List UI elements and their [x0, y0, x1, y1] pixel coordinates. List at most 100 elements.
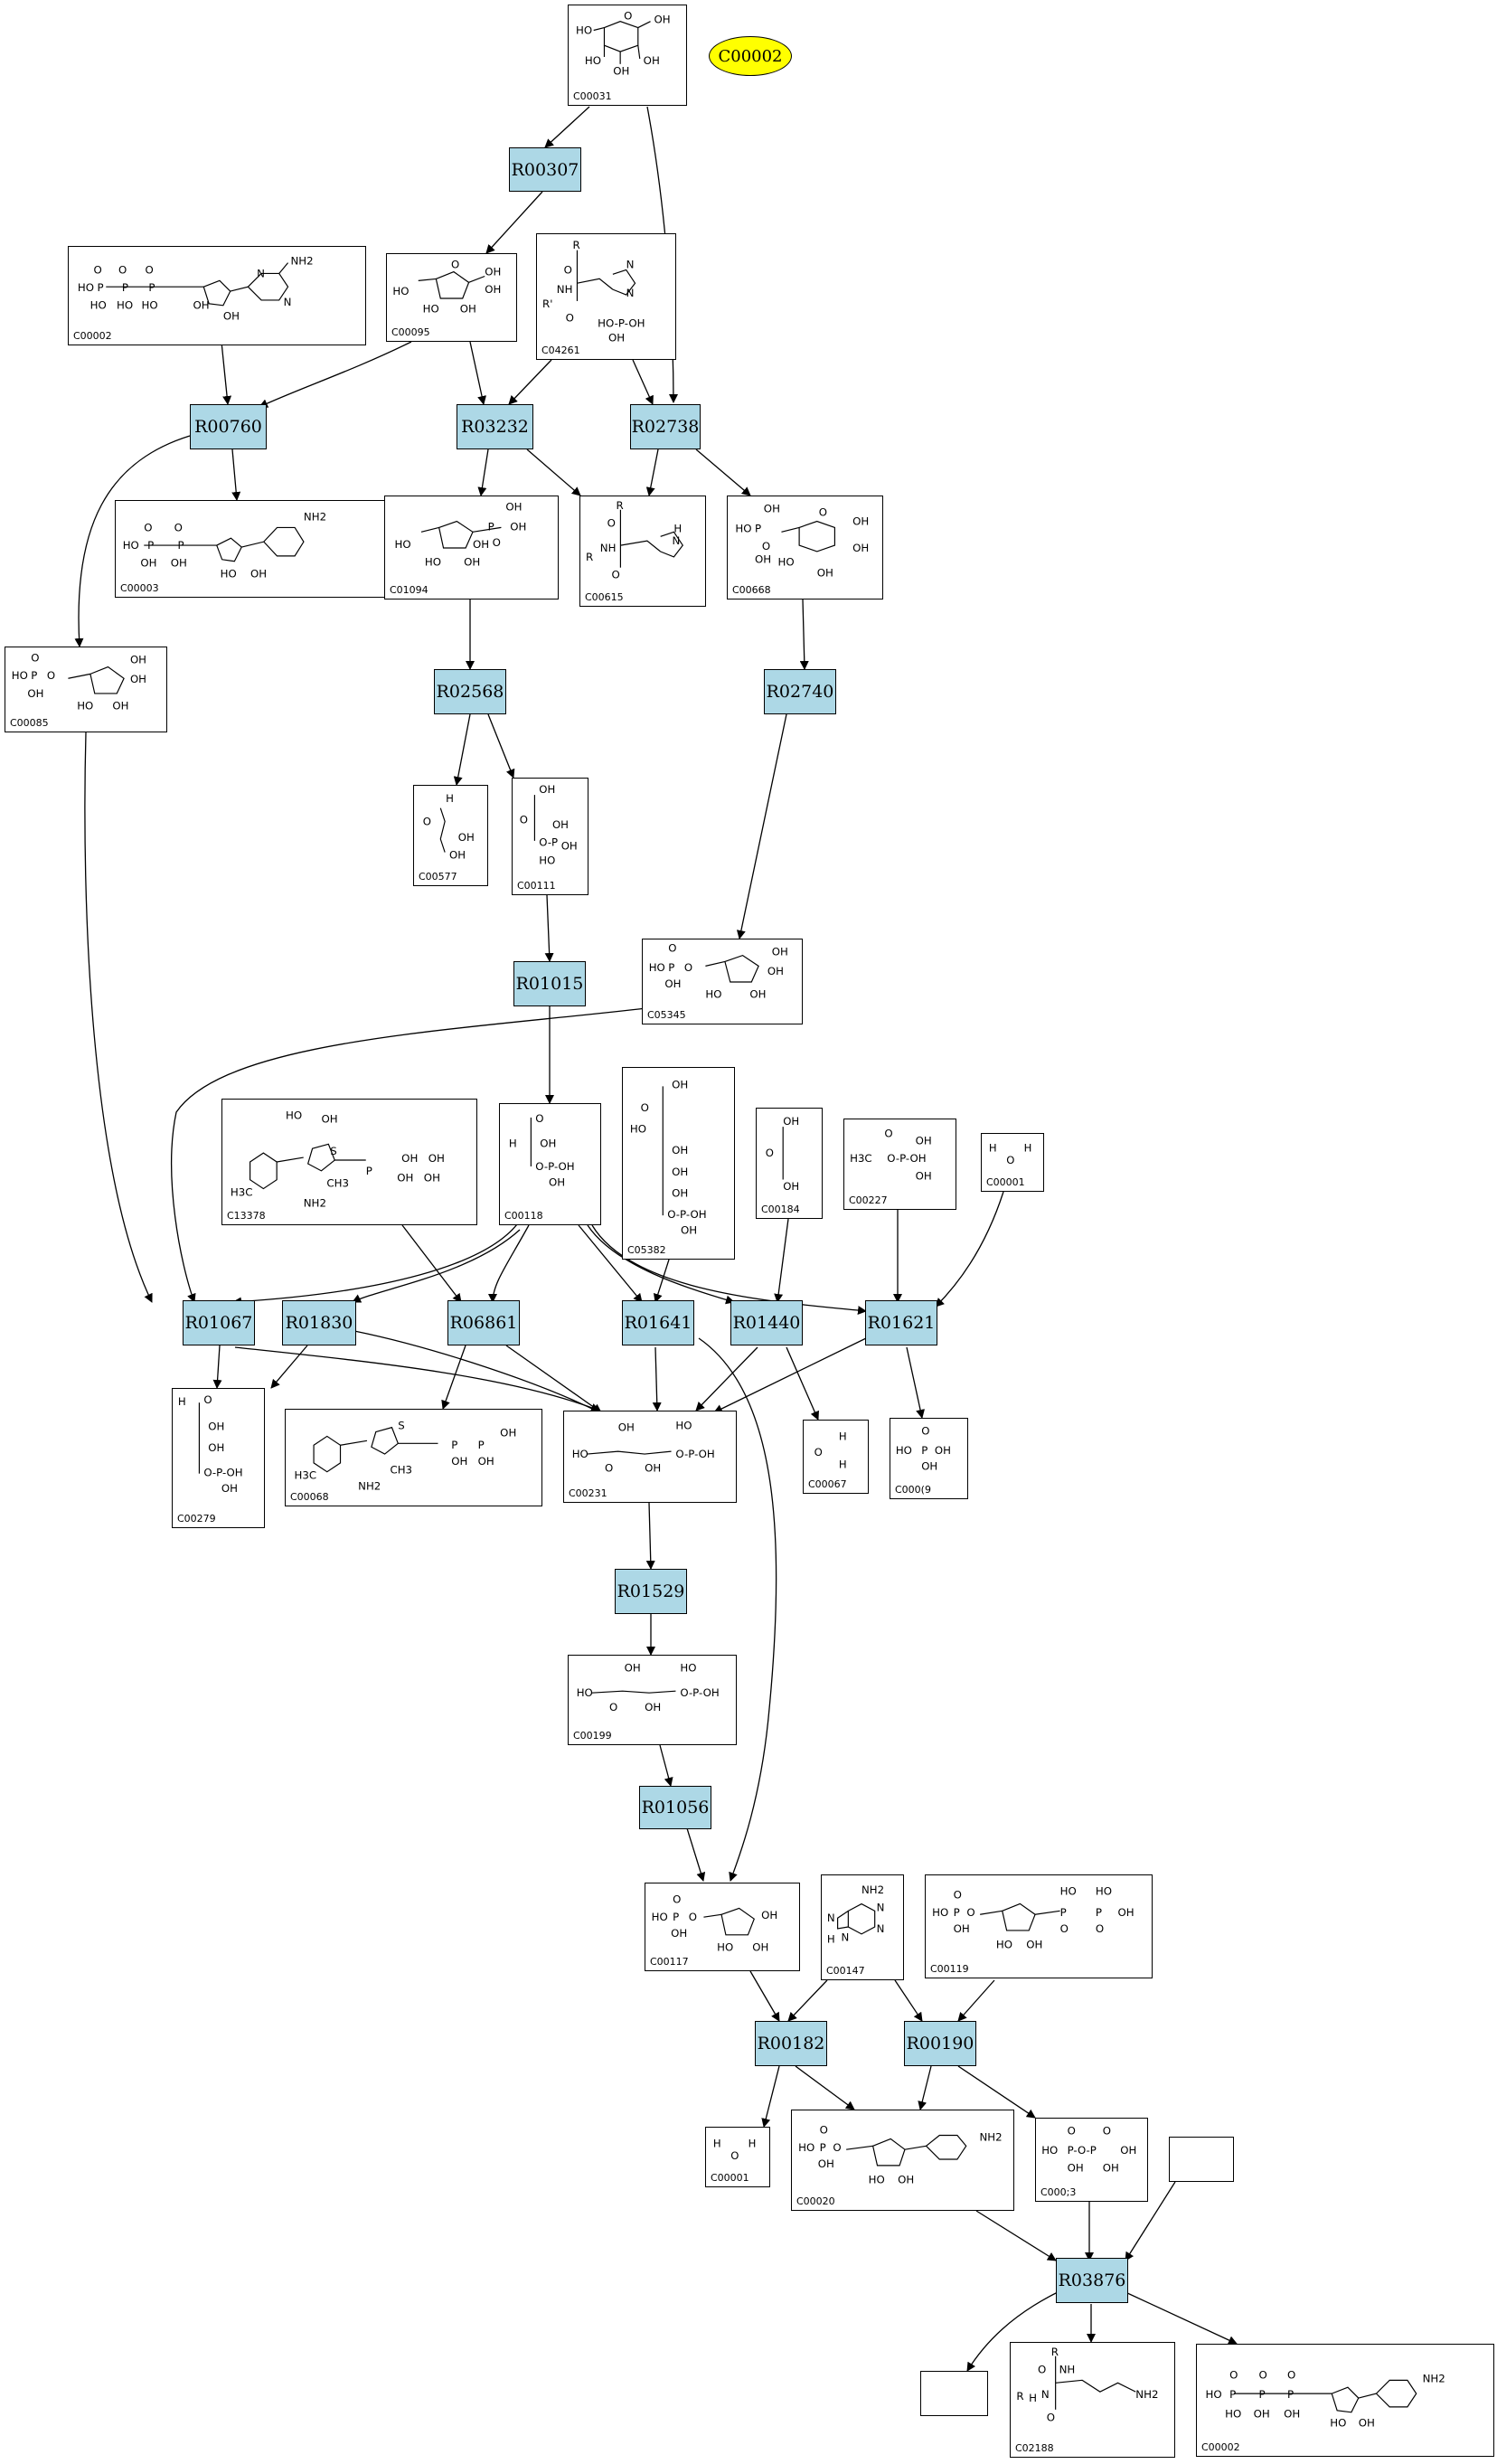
svg-text:OH: OH	[478, 1455, 494, 1468]
svg-text:O: O	[493, 536, 501, 549]
svg-text:O: O	[819, 506, 827, 519]
svg-text:O: O	[31, 652, 39, 665]
svg-text:NH: NH	[600, 542, 617, 554]
svg-text:CH3: CH3	[326, 1177, 349, 1190]
highlight-compound-c00002[interactable]: C00002	[709, 36, 792, 76]
compound-id: C000(9	[895, 1484, 931, 1496]
svg-text:HO-P-OH: HO-P-OH	[598, 317, 645, 330]
svg-text:HO: HO	[572, 1448, 588, 1460]
svg-text:OH: OH	[921, 1460, 937, 1473]
svg-text:NH2: NH2	[979, 2130, 1002, 2143]
svg-text:O: O	[607, 516, 616, 529]
svg-text:HO: HO	[392, 285, 409, 297]
reaction-r01067[interactable]: R01067	[183, 1300, 255, 1345]
pathway-edges	[74, 106, 1238, 2372]
svg-text:O: O	[203, 1393, 212, 1406]
reaction-r01015[interactable]: R01015	[513, 961, 586, 1006]
reaction-r00760[interactable]: R00760	[190, 404, 267, 449]
compound-id: C00020	[796, 2195, 835, 2207]
svg-text:OH: OH	[625, 1662, 641, 1675]
svg-text:OH: OH	[473, 538, 489, 551]
svg-text:H: H	[713, 2137, 721, 2149]
svg-text:OH: OH	[130, 673, 146, 685]
reaction-r01056[interactable]: R01056	[639, 1786, 711, 1829]
svg-text:OH: OH	[654, 14, 670, 26]
svg-text:OH: OH	[401, 1152, 418, 1165]
svg-text:HO: HO	[649, 961, 665, 974]
reaction-r00307[interactable]: R00307	[509, 147, 581, 192]
reaction-r00182[interactable]: R00182	[755, 2021, 827, 2066]
svg-text:OH: OH	[672, 1166, 688, 1178]
reaction-r01529[interactable]: R01529	[615, 1569, 687, 1614]
reaction-r03876[interactable]: R03876	[1056, 2258, 1128, 2303]
reaction-r01641[interactable]: R01641	[622, 1300, 694, 1345]
svg-text:O-P-OH: O-P-OH	[887, 1152, 926, 1165]
svg-text:O: O	[1006, 1154, 1014, 1166]
svg-text:OH: OH	[221, 1482, 238, 1495]
reaction-r01830[interactable]: R01830	[282, 1300, 356, 1345]
reaction-r06861[interactable]: R06861	[447, 1300, 520, 1345]
reaction-r02740[interactable]: R02740	[764, 669, 836, 714]
reaction-r02738[interactable]: R02738	[630, 404, 701, 449]
svg-text:P: P	[1096, 1906, 1102, 1919]
svg-text:O: O	[1096, 1922, 1104, 1935]
reaction-r01440[interactable]: R01440	[730, 1300, 803, 1345]
compound-unlabeled-bottom[interactable]	[920, 2371, 988, 2416]
svg-text:OH: OH	[1117, 1906, 1134, 1919]
svg-text:O: O	[833, 2141, 841, 2154]
svg-text:P: P	[488, 520, 494, 533]
compound-unlabeled-right[interactable]	[1169, 2137, 1234, 2182]
reaction-r00190[interactable]: R00190	[904, 2021, 976, 2066]
svg-text:HO: HO	[425, 556, 441, 569]
svg-text:O: O	[884, 1128, 892, 1140]
reaction-r02568[interactable]: R02568	[434, 669, 506, 714]
reaction-r03232[interactable]: R03232	[457, 404, 533, 449]
svg-text:OH: OH	[898, 2174, 914, 2186]
svg-text:H: H	[748, 2137, 757, 2149]
svg-text:OH: OH	[671, 1927, 687, 1940]
svg-text:H3C: H3C	[231, 1185, 253, 1198]
reaction-r01621[interactable]: R01621	[865, 1300, 937, 1345]
svg-text:OH: OH	[755, 553, 771, 566]
svg-text:S: S	[398, 1420, 404, 1432]
svg-text:OH: OH	[397, 1172, 413, 1185]
svg-text:P: P	[1287, 2388, 1294, 2401]
